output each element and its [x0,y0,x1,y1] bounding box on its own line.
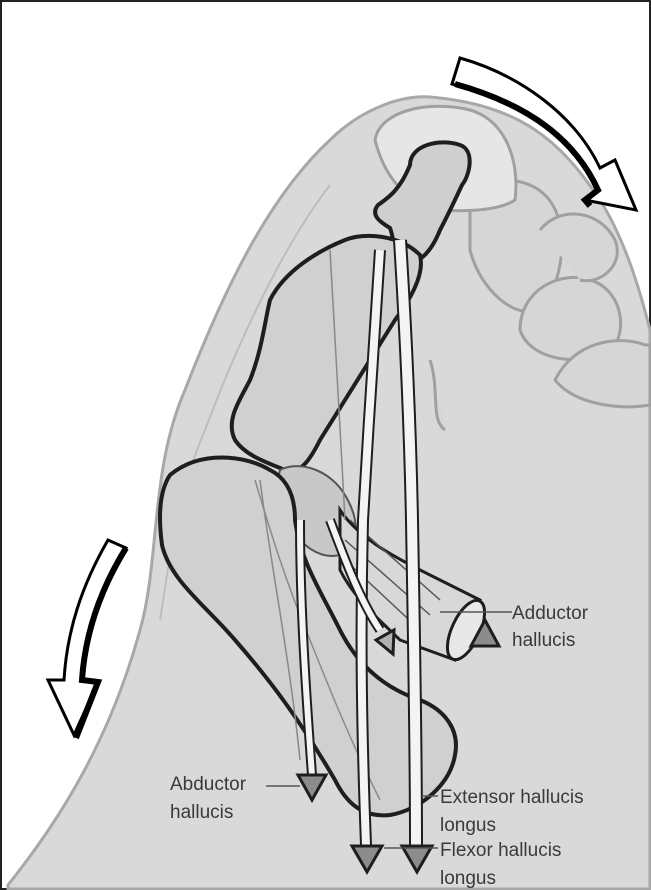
label-flexor-line2: longus [440,868,496,889]
label-flexor-line1: Flexor hallucis [440,840,561,861]
label-adductor-line1: Adductor [512,603,589,624]
label-abductor-line2: hallucis [170,802,233,823]
label-extensor-line2: longus [440,815,496,836]
label-adductor-line2: hallucis [512,630,575,651]
label-extensor-line1: Extensor hallucis [440,787,584,808]
label-abductor-line1: Abductor [170,774,247,795]
